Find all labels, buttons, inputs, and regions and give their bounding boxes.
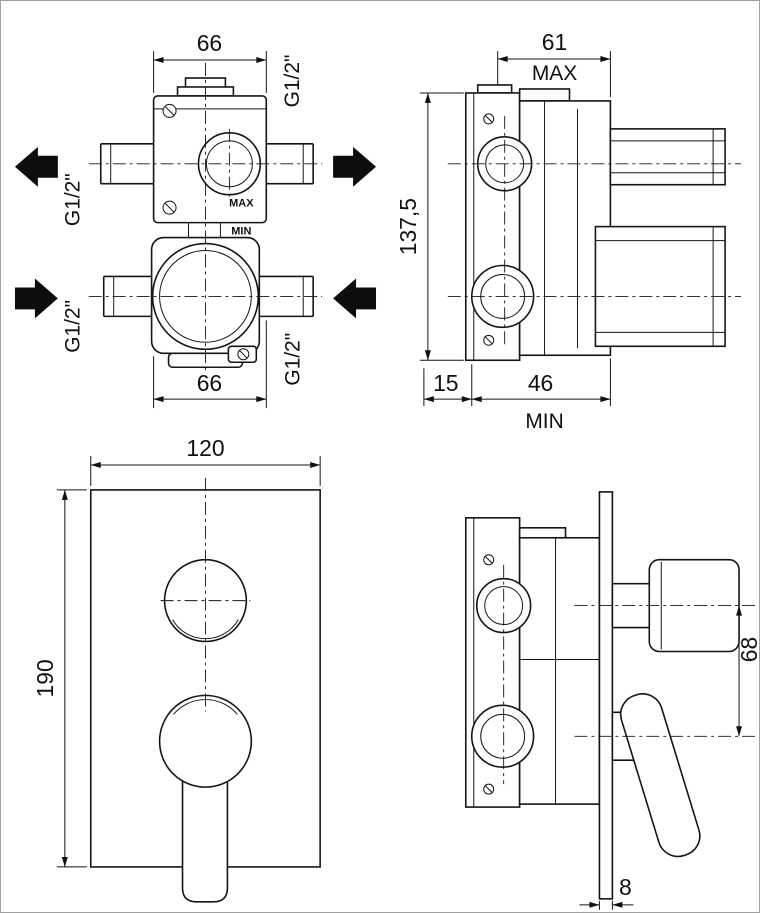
trim-front-view: 120 190 bbox=[32, 435, 321, 903]
trim-plate-side bbox=[598, 491, 614, 900]
flow-arrow-lower-left-in bbox=[14, 278, 58, 319]
max-marking: MAX bbox=[229, 198, 254, 210]
trim-side-view: 68 8 bbox=[464, 491, 759, 910]
thread-label-top-right: G1/2" bbox=[281, 55, 304, 108]
lever-handle-side bbox=[611, 693, 701, 858]
rough-valve-front-view: 66 66 G1/2" G1/2" G1/2" G1/2" MAX MIN bbox=[14, 30, 377, 409]
dimension-depth-min: 15 46 MIN bbox=[423, 358, 611, 433]
pipe-stubs bbox=[99, 143, 314, 318]
dimension-depth-max: 61 MAX bbox=[497, 29, 611, 97]
dim-137-5: 137,5 bbox=[395, 198, 421, 255]
dim-61: 61 bbox=[542, 29, 568, 55]
thread-label-left-lower: G1/2" bbox=[61, 300, 84, 353]
dim-15: 15 bbox=[433, 370, 459, 396]
dimension-handle-spacing: 68 bbox=[736, 605, 759, 737]
dim-8: 8 bbox=[619, 874, 632, 900]
dim-66-top: 66 bbox=[197, 30, 223, 56]
min-marking: MIN bbox=[231, 226, 251, 238]
dimension-width-top: 66 bbox=[153, 30, 267, 93]
dimension-plate-width: 120 bbox=[90, 435, 321, 486]
dim-66-bottom: 66 bbox=[197, 370, 223, 396]
dim-190: 190 bbox=[32, 659, 58, 697]
flow-arrow-lower-right-in bbox=[333, 278, 377, 319]
dimension-width-bottom: 66 bbox=[153, 320, 267, 409]
min-label: MIN bbox=[525, 410, 563, 433]
lever-handle-front bbox=[158, 694, 253, 903]
valve-body-front bbox=[150, 77, 268, 369]
valve-body-side-installed bbox=[464, 517, 601, 808]
dimension-height: 137,5 bbox=[395, 92, 464, 361]
flow-arrow-upper-right-out bbox=[333, 146, 377, 187]
thread-label-left-upper: G1/2" bbox=[61, 173, 84, 226]
dimension-plate-height: 190 bbox=[32, 489, 87, 868]
rough-valve-side-view: 61 MAX 137,5 15 46 MIN bbox=[395, 29, 742, 433]
valve-body-side bbox=[464, 84, 726, 362]
thread-label-bottom-right: G1/2" bbox=[282, 333, 305, 386]
flow-arrow-upper-left-out bbox=[14, 146, 58, 187]
dimension-plate-thickness: 8 bbox=[579, 874, 634, 910]
dim-68: 68 bbox=[736, 637, 759, 663]
dim-120: 120 bbox=[186, 435, 224, 461]
dim-46: 46 bbox=[528, 370, 553, 396]
max-label: MAX bbox=[532, 62, 577, 85]
